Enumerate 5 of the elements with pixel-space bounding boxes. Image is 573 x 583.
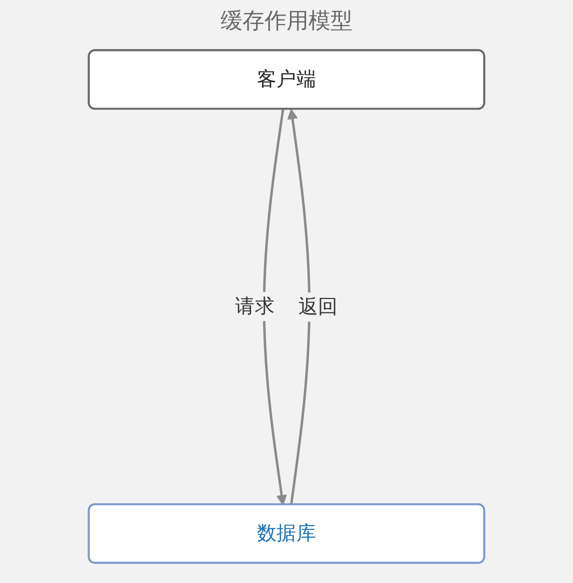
edge-label: 请求: [235, 294, 274, 318]
arrow: [262, 109, 287, 506]
edge-label: 返回: [298, 294, 338, 318]
arrow: [287, 108, 311, 506]
diagram-title: 缓存作用模型: [220, 8, 354, 36]
